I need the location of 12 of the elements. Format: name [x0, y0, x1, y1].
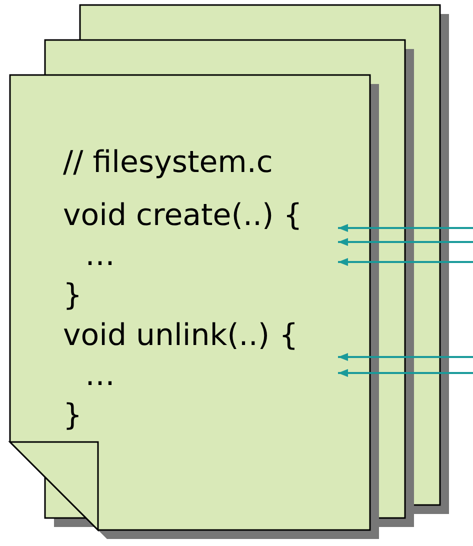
code-line: }: [63, 397, 84, 435]
code-line: void create(..) {: [63, 197, 304, 235]
code-line: }: [63, 277, 84, 315]
code-line: …: [85, 237, 116, 275]
arrow: [338, 353, 473, 361]
arrow: [338, 369, 473, 377]
arrow: [338, 258, 473, 266]
code-line: …: [85, 357, 116, 395]
code-line: void unlink(..) {: [63, 317, 300, 355]
arrow: [338, 224, 473, 232]
file-name: // filesystem.c: [63, 144, 273, 182]
arrow: [338, 238, 473, 246]
